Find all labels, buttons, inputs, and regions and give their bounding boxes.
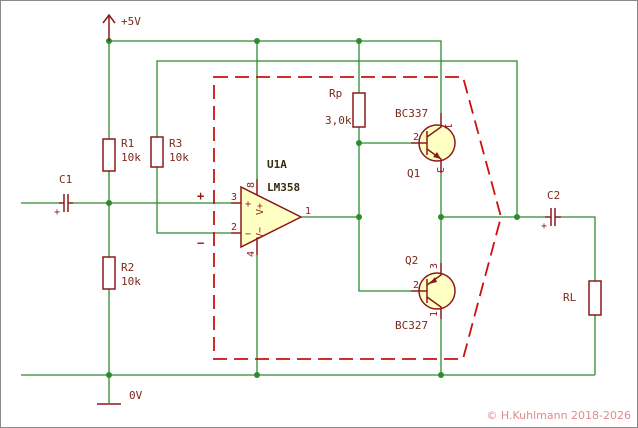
opamp-u1a: + − V+ V− 3 2 1 8 4 U1A LM358 — [231, 158, 311, 257]
resistor-r3: R3 10k — [150, 136, 189, 168]
opamp-pin-4: 4 — [246, 251, 257, 257]
c1-ref: C1 — [59, 173, 72, 186]
input-plus-sign: + — [197, 189, 204, 203]
opamp-vplus-label: V+ — [255, 203, 266, 215]
opamp-pin-3: 3 — [231, 192, 237, 203]
resistor-r1: R1 10k — [102, 137, 141, 172]
junction-dots — [106, 38, 520, 378]
q2-pin-3: 3 — [429, 263, 440, 269]
r3-value: 10k — [169, 151, 189, 164]
input-minus-sign: − — [197, 236, 204, 250]
r1-value: 10k — [121, 151, 141, 164]
r2-value: 10k — [121, 275, 141, 288]
c2-plus-mark: + — [541, 221, 547, 232]
rp-value: 3,0k — [325, 114, 352, 127]
rl-ref: RL — [563, 291, 577, 304]
gnd-label: 0V — [129, 389, 143, 402]
opamp-pin-1: 1 — [305, 206, 311, 217]
opamp-minus-mark: − — [245, 229, 251, 240]
capacitor-c2: + C2 — [541, 189, 561, 232]
q1-pin-1: 1 — [442, 123, 453, 129]
copyright-text: © H.Kuhlmann 2018-2026 — [486, 409, 631, 422]
q1-pin-2: 2 — [413, 132, 419, 143]
transistor-q1: 2 1 3 BC337 Q1 — [395, 107, 456, 180]
ground-symbol: 0V — [97, 389, 143, 405]
r1-ref: R1 — [121, 137, 134, 150]
opamp-ref: U1A — [267, 158, 287, 171]
resistor-rl: RL — [563, 280, 602, 316]
opamp-value: LM358 — [267, 181, 300, 194]
rp-ref: Rp — [329, 87, 342, 100]
transistor-q2: 2 3 1 Q2 BC327 — [395, 254, 456, 332]
capacitor-c1: + C1 — [54, 173, 73, 218]
resistor-r2: R2 10k — [102, 256, 141, 290]
resistor-rp: Rp 3,0k — [325, 87, 366, 128]
opamp-pin-2: 2 — [231, 222, 237, 233]
c2-ref: C2 — [547, 189, 560, 202]
q2-ref: Q2 — [405, 254, 418, 267]
opamp-pin-8: 8 — [246, 182, 257, 188]
q1-pin-3: 3 — [434, 167, 445, 173]
opamp-plus-mark: + — [245, 199, 251, 210]
wires — [21, 40, 596, 403]
q2-pin-1: 1 — [429, 311, 440, 317]
q2-pin-2: 2 — [413, 280, 419, 291]
c1-plus-mark: + — [54, 207, 60, 218]
r3-ref: R3 — [169, 137, 182, 150]
q1-value: BC337 — [395, 107, 428, 120]
vcc-power-symbol: +5V — [102, 13, 141, 41]
q2-value: BC327 — [395, 319, 428, 332]
r2-ref: R2 — [121, 261, 134, 274]
opamp-vminus-label: V− — [255, 227, 266, 239]
output-stage-boundary — [213, 76, 502, 360]
q1-ref: Q1 — [407, 167, 420, 180]
vcc-label: +5V — [121, 15, 141, 28]
